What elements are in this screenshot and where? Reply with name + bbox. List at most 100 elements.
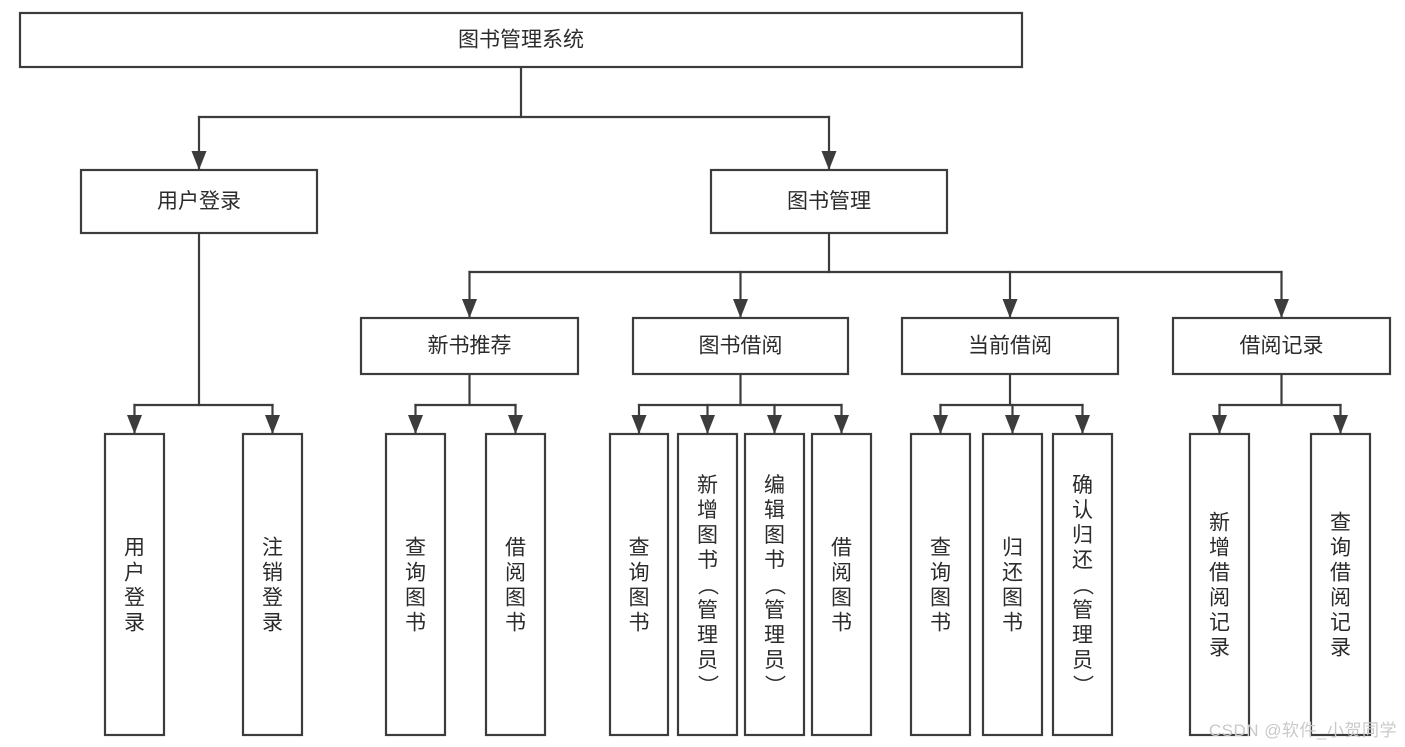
node-label-new-book-rec: 新书推荐: [428, 335, 512, 358]
node-label-leaf-user-login: 用户登录: [124, 537, 145, 635]
node-leaf-user-login[interactable]: 用户登录: [103, 432, 166, 737]
svg-text:询: 询: [405, 562, 426, 585]
node-box-book-borrow: [631, 316, 850, 376]
svg-text:理: 理: [697, 624, 718, 647]
arrow-icon-book-borrow: [733, 299, 748, 318]
arrow-icon-leaf-query-record: [1333, 415, 1348, 434]
node-box-book-manage: [709, 168, 949, 235]
node-box-leaf-add-book: [676, 432, 739, 737]
svg-text:新: 新: [1209, 512, 1230, 535]
svg-text:编: 编: [764, 474, 785, 497]
svg-text:阅: 阅: [505, 562, 526, 585]
svg-text:员: 员: [1072, 649, 1093, 672]
svg-text:阅: 阅: [831, 562, 852, 585]
svg-text:图: 图: [405, 587, 426, 610]
svg-text:查: 查: [930, 537, 951, 560]
arrow-icon-borrow-record: [1274, 299, 1289, 318]
svg-text:）: ）: [1071, 675, 1094, 696]
svg-text:书: 书: [1002, 612, 1023, 635]
arrow-icon-leaf-confirm-return: [1075, 415, 1090, 434]
node-label-current-borrow: 当前借阅: [968, 335, 1052, 358]
svg-text:查: 查: [1330, 512, 1351, 535]
svg-text:书: 书: [930, 612, 951, 635]
svg-text:（: （: [763, 575, 786, 596]
svg-text:户: 户: [124, 562, 145, 585]
node-book-manage[interactable]: 图书管理: [709, 168, 949, 235]
node-label-borrow-record: 借阅记录: [1240, 335, 1324, 358]
node-box-user-login: [79, 168, 319, 235]
node-new-book-rec[interactable]: 新书推荐: [359, 316, 580, 376]
svg-text:确: 确: [1072, 474, 1093, 497]
arrow-icon-leaf-return-book: [1005, 415, 1020, 434]
svg-text:阅: 阅: [1330, 587, 1351, 610]
arrow-icon-leaf-borrow-book-1: [508, 415, 523, 434]
arrow-icon-leaf-query-book-3: [933, 415, 948, 434]
svg-text:新: 新: [697, 474, 718, 497]
svg-text:图: 图: [629, 587, 650, 610]
node-current-borrow[interactable]: 当前借阅: [900, 316, 1120, 376]
node-borrow-record[interactable]: 借阅记录: [1171, 316, 1392, 376]
arrow-icon-leaf-add-book: [700, 415, 715, 434]
connector-layer: [127, 65, 1348, 435]
svg-text:（: （: [1071, 575, 1094, 596]
node-box-current-borrow: [900, 316, 1120, 376]
svg-text:借: 借: [1330, 562, 1351, 585]
svg-text:还: 还: [1072, 549, 1093, 572]
svg-text:注: 注: [262, 537, 283, 560]
svg-text:图: 图: [1002, 587, 1023, 610]
svg-text:录: 录: [1209, 637, 1230, 660]
node-box-root: [18, 11, 1024, 69]
svg-text:图: 图: [831, 587, 852, 610]
svg-text:登: 登: [124, 587, 145, 610]
svg-text:书: 书: [764, 549, 785, 572]
svg-text:阅: 阅: [1209, 587, 1230, 610]
svg-text:归: 归: [1002, 537, 1023, 560]
node-box-leaf-edit-book: [743, 432, 806, 737]
node-box-leaf-borrow-book-1: [484, 432, 547, 737]
svg-text:询: 询: [629, 562, 650, 585]
arrow-icon-leaf-add-record: [1212, 415, 1227, 434]
svg-text:登: 登: [262, 587, 283, 610]
svg-text:借: 借: [1209, 562, 1230, 585]
svg-text:辑: 辑: [764, 499, 785, 522]
svg-text:查: 查: [405, 537, 426, 560]
svg-text:员: 员: [764, 649, 785, 672]
svg-text:书: 书: [629, 612, 650, 635]
node-root[interactable]: 图书管理系统: [18, 11, 1024, 69]
node-box-leaf-query-record: [1309, 432, 1372, 737]
node-book-borrow[interactable]: 图书借阅: [631, 316, 850, 376]
svg-text:图: 图: [764, 524, 785, 547]
svg-text:（: （: [696, 575, 719, 596]
arrow-icon-user-login: [191, 151, 207, 170]
node-box-leaf-return-book: [981, 432, 1044, 737]
svg-text:图: 图: [697, 524, 718, 547]
svg-text:增: 增: [1209, 537, 1230, 560]
svg-text:录: 录: [1330, 637, 1351, 660]
node-box-leaf-query-book-2: [608, 432, 670, 737]
node-box-leaf-borrow-book-2: [810, 432, 873, 737]
arrow-icon-new-book-rec: [462, 299, 477, 318]
node-user-login[interactable]: 用户登录: [79, 168, 319, 235]
svg-text:）: ）: [763, 675, 786, 696]
